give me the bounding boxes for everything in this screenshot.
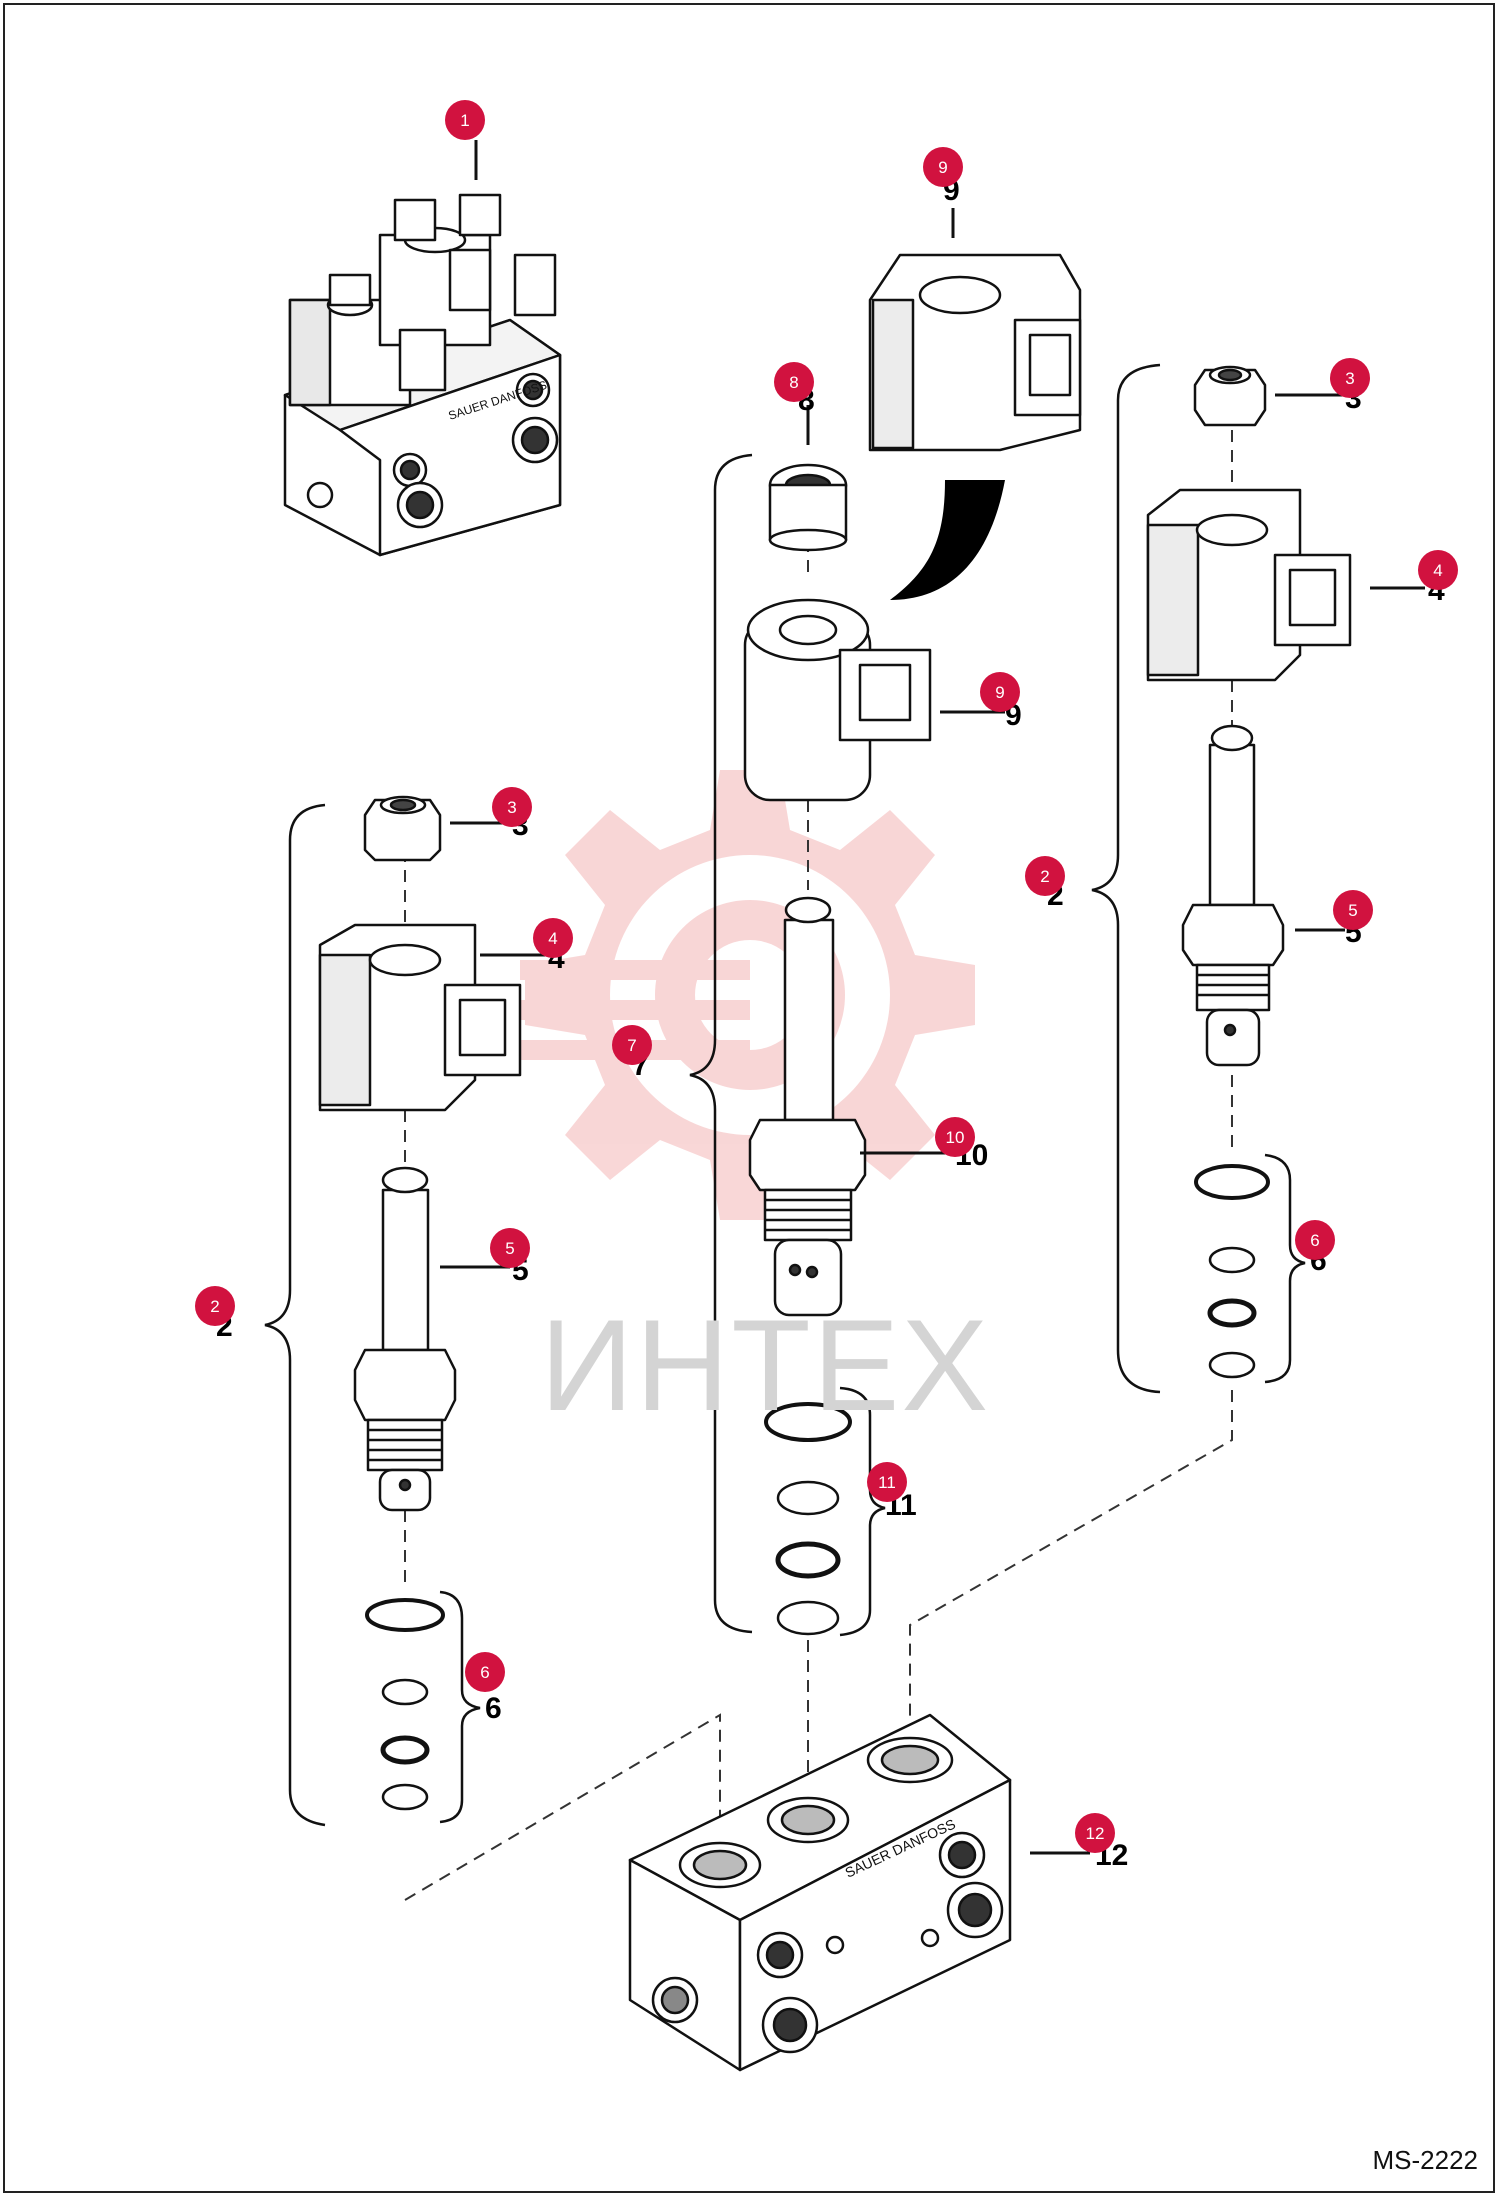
svg-text:4: 4	[1433, 561, 1442, 580]
assembled-valve-block: SAUER DANFOSS	[283, 193, 562, 557]
middle-solenoid-stack	[743, 253, 1082, 1636]
svg-text:2: 2	[1040, 867, 1049, 886]
badge-3-right: 3	[1330, 358, 1370, 398]
badge-9-top: 9	[923, 147, 963, 187]
svg-text:8: 8	[789, 373, 798, 392]
svg-text:10: 10	[946, 1128, 965, 1147]
badge-11: 11	[867, 1462, 907, 1502]
right-solenoid-stack	[1146, 365, 1352, 1379]
watermark-text: ИНТЕХ	[540, 1292, 991, 1438]
svg-text:11: 11	[878, 1473, 896, 1492]
svg-text:4: 4	[548, 929, 557, 948]
svg-text:3: 3	[507, 798, 516, 817]
badge-4-right: 4	[1418, 550, 1458, 590]
badge-1: 1	[445, 100, 485, 140]
badge-2-left: 2	[195, 1286, 235, 1326]
badge-8: 8	[774, 362, 814, 402]
badge-6-left: 6	[465, 1652, 505, 1692]
badge-3-left: 3	[492, 787, 532, 827]
svg-text:6: 6	[1310, 1231, 1319, 1250]
leader-lines	[440, 140, 1425, 1855]
badge-12: 12	[1075, 1813, 1115, 1853]
svg-text:6: 6	[480, 1663, 489, 1682]
badge-5-right: 5	[1333, 890, 1373, 930]
svg-text:12: 12	[1086, 1824, 1105, 1843]
left-solenoid-stack	[318, 795, 522, 1811]
svg-text:7: 7	[627, 1036, 636, 1055]
badge-7: 7	[612, 1025, 652, 1065]
badge-6-right: 6	[1295, 1220, 1335, 1260]
callout-label-6-left: 6	[485, 1692, 502, 1725]
svg-text:9: 9	[995, 683, 1004, 702]
badge-9-middle: 9	[980, 672, 1020, 712]
svg-text:1: 1	[460, 111, 469, 130]
diagram-frame	[3, 3, 1495, 2193]
svg-text:5: 5	[505, 1239, 514, 1258]
grouping-braces	[264, 363, 1306, 1827]
badge-5-left: 5	[490, 1228, 530, 1268]
diagram-code: MS-2222	[1372, 2145, 1479, 2175]
svg-text:9: 9	[938, 158, 947, 177]
manifold-block: SAUER DANFOSS	[628, 1713, 1012, 2072]
svg-text:2: 2	[210, 1297, 219, 1316]
svg-text:5: 5	[1348, 901, 1357, 920]
badge-10: 10	[935, 1117, 975, 1157]
callout-badges: 1 9 8 3 4 9 2 5 3 4 7 10 6 5 2 11 6 12	[195, 100, 1458, 1853]
badge-2-right: 2	[1025, 856, 1065, 896]
badge-4-left: 4	[533, 918, 573, 958]
svg-text:3: 3	[1345, 369, 1354, 388]
